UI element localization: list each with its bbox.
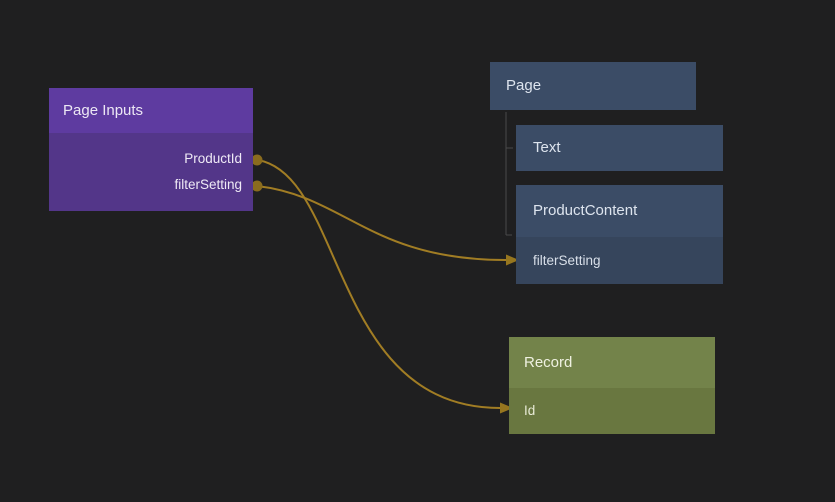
node-text[interactable]: Text: [516, 125, 723, 171]
node-page-inputs[interactable]: Page Inputs ProductId filterSetting: [49, 88, 253, 211]
node-page-inputs-body: ProductId filterSetting: [49, 133, 253, 211]
node-productcontent-title: ProductContent: [516, 185, 723, 237]
node-page[interactable]: Page: [490, 62, 696, 110]
field-row-id[interactable]: Id: [509, 388, 715, 434]
node-page-inputs-header: Page Inputs: [49, 88, 253, 133]
output-row-productid[interactable]: ProductId: [184, 151, 242, 166]
node-record-title: Record: [509, 337, 715, 388]
node-record[interactable]: Record Id: [509, 337, 715, 434]
node-productcontent[interactable]: ProductContent filterSetting: [516, 185, 723, 284]
output-row-filtersetting[interactable]: filterSetting: [174, 177, 242, 192]
node-page-inputs-title: Page Inputs: [63, 102, 144, 119]
connection-filtersetting-to-filtersetting[interactable]: [256, 185, 507, 261]
connection-productid-to-id[interactable]: [256, 159, 501, 409]
output-port-dot-productid[interactable]: [251, 154, 263, 166]
field-row-filtersetting[interactable]: filterSetting: [516, 237, 723, 284]
output-port-dot-filtersetting[interactable]: [251, 180, 263, 192]
